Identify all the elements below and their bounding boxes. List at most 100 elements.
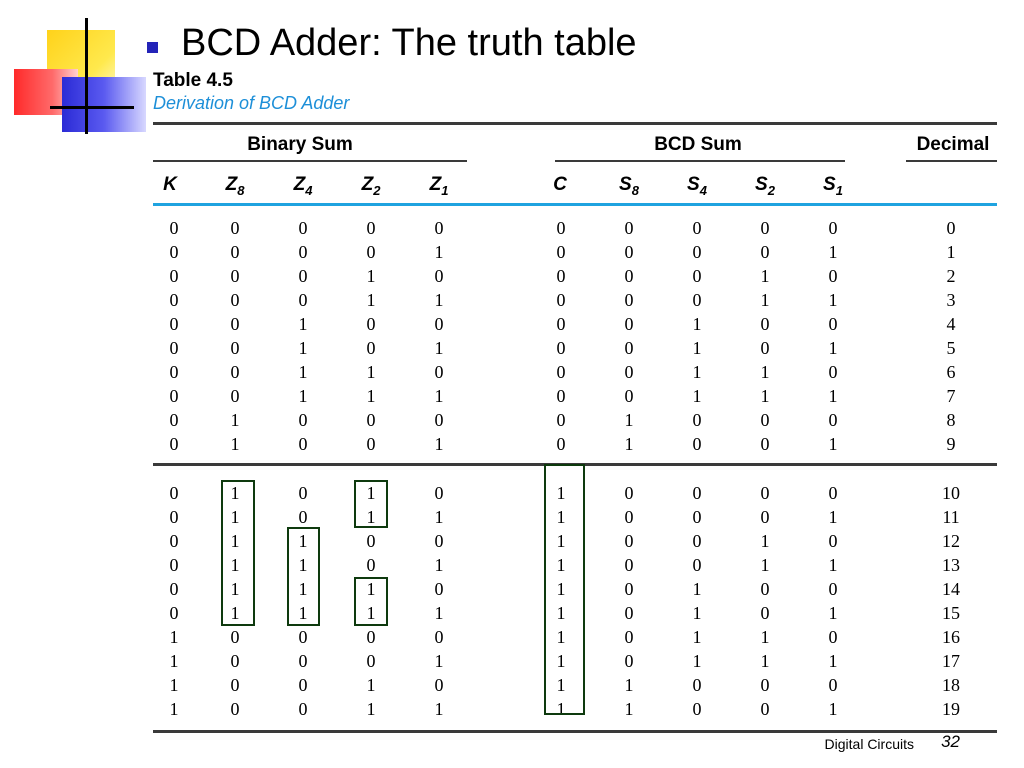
cell-s4: 0 xyxy=(692,675,702,695)
highlight-box-z2-upper xyxy=(354,480,388,528)
cell-s8: 0 xyxy=(624,507,634,527)
column-header-z4-letter: Z xyxy=(293,174,306,195)
highlight-box-z2-lower xyxy=(354,577,388,626)
cell-s2: 1 xyxy=(760,290,770,310)
cell-s2: 0 xyxy=(760,507,770,527)
bullet-square-icon xyxy=(147,42,158,53)
cell-decimal: 15 xyxy=(942,603,960,623)
table-top-rule xyxy=(153,122,997,125)
cell-decimal: 14 xyxy=(942,579,960,599)
cell-z1: 1 xyxy=(434,242,444,262)
cell-k: 0 xyxy=(169,531,179,551)
cell-z1: 0 xyxy=(434,531,444,551)
column-header-s1-letter: S xyxy=(823,174,836,195)
cell-z2: 1 xyxy=(366,483,376,503)
cell-z2: 1 xyxy=(366,386,376,406)
cell-z2: 1 xyxy=(366,507,376,527)
cell-c: 0 xyxy=(556,266,566,286)
cell-z4: 1 xyxy=(298,531,308,551)
cell-decimal: 4 xyxy=(946,314,956,334)
cell-k: 0 xyxy=(169,218,179,238)
cell-z4: 0 xyxy=(298,266,308,286)
cell-z4: 1 xyxy=(298,555,308,575)
cell-z4: 0 xyxy=(298,651,308,671)
cell-s1: 1 xyxy=(828,603,838,623)
cell-s2: 0 xyxy=(760,675,770,695)
cell-z8: 0 xyxy=(230,675,240,695)
cell-decimal: 9 xyxy=(946,434,956,454)
cell-z2: 1 xyxy=(366,579,376,599)
cell-c: 0 xyxy=(556,242,566,262)
column-header-s1: S1 xyxy=(813,174,853,198)
cell-s1: 1 xyxy=(828,507,838,527)
cell-c: 0 xyxy=(556,314,566,334)
cell-s4: 0 xyxy=(692,290,702,310)
cell-k: 0 xyxy=(169,603,179,623)
column-header-c-letter: C xyxy=(553,174,567,195)
cell-z8: 0 xyxy=(230,651,240,671)
cell-s4: 1 xyxy=(692,314,702,334)
cell-z4: 0 xyxy=(298,675,308,695)
cell-z4: 0 xyxy=(298,434,308,454)
cell-z1: 1 xyxy=(434,699,444,719)
cell-s4: 0 xyxy=(692,483,702,503)
cell-s1: 1 xyxy=(828,242,838,262)
cell-c: 1 xyxy=(556,675,566,695)
cell-s1: 1 xyxy=(828,651,838,671)
cell-s4: 0 xyxy=(692,242,702,262)
cell-s1: 1 xyxy=(828,555,838,575)
cell-c: 0 xyxy=(556,434,566,454)
cell-z2: 1 xyxy=(366,603,376,623)
column-header-z1-letter: Z xyxy=(429,174,442,195)
cell-z4: 1 xyxy=(298,362,308,382)
cell-s4: 0 xyxy=(692,266,702,286)
cell-z8: 0 xyxy=(230,242,240,262)
cell-s8: 0 xyxy=(624,555,634,575)
cell-s1: 0 xyxy=(828,531,838,551)
cell-s4: 0 xyxy=(692,410,702,430)
cell-k: 0 xyxy=(169,434,179,454)
cell-s4: 1 xyxy=(692,362,702,382)
cell-s8: 1 xyxy=(624,699,634,719)
cell-c: 0 xyxy=(556,386,566,406)
cell-z8: 1 xyxy=(230,579,240,599)
cell-s4: 1 xyxy=(692,603,702,623)
column-header-z4: Z4 xyxy=(283,174,323,198)
column-header-s4: S4 xyxy=(677,174,717,198)
cell-s2: 0 xyxy=(760,579,770,599)
cell-c: 1 xyxy=(556,531,566,551)
highlight-box-carry xyxy=(544,464,585,715)
cell-z1: 1 xyxy=(434,290,444,310)
cell-s2: 0 xyxy=(760,434,770,454)
decorative-vertical-line xyxy=(85,18,88,134)
cell-z2: 0 xyxy=(366,410,376,430)
cell-z2: 1 xyxy=(366,290,376,310)
cell-c: 0 xyxy=(556,338,566,358)
cell-z1: 0 xyxy=(434,314,444,334)
cell-s1: 1 xyxy=(828,699,838,719)
cell-z1: 0 xyxy=(434,675,444,695)
cell-s2: 0 xyxy=(760,483,770,503)
cell-z8: 1 xyxy=(230,603,240,623)
column-header-s2-subscript: 2 xyxy=(767,182,775,198)
footer-text: Digital Circuits xyxy=(824,736,914,752)
column-header-s8-subscript: 8 xyxy=(631,182,639,198)
cell-decimal: 2 xyxy=(946,266,956,286)
cell-z8: 0 xyxy=(230,314,240,334)
table-bottom-rule xyxy=(153,730,997,733)
cell-decimal: 13 xyxy=(942,555,960,575)
cell-decimal: 11 xyxy=(942,507,960,527)
cell-k: 1 xyxy=(169,627,179,647)
column-header-k: K xyxy=(150,174,190,196)
cell-k: 0 xyxy=(169,338,179,358)
cell-s8: 1 xyxy=(624,675,634,695)
